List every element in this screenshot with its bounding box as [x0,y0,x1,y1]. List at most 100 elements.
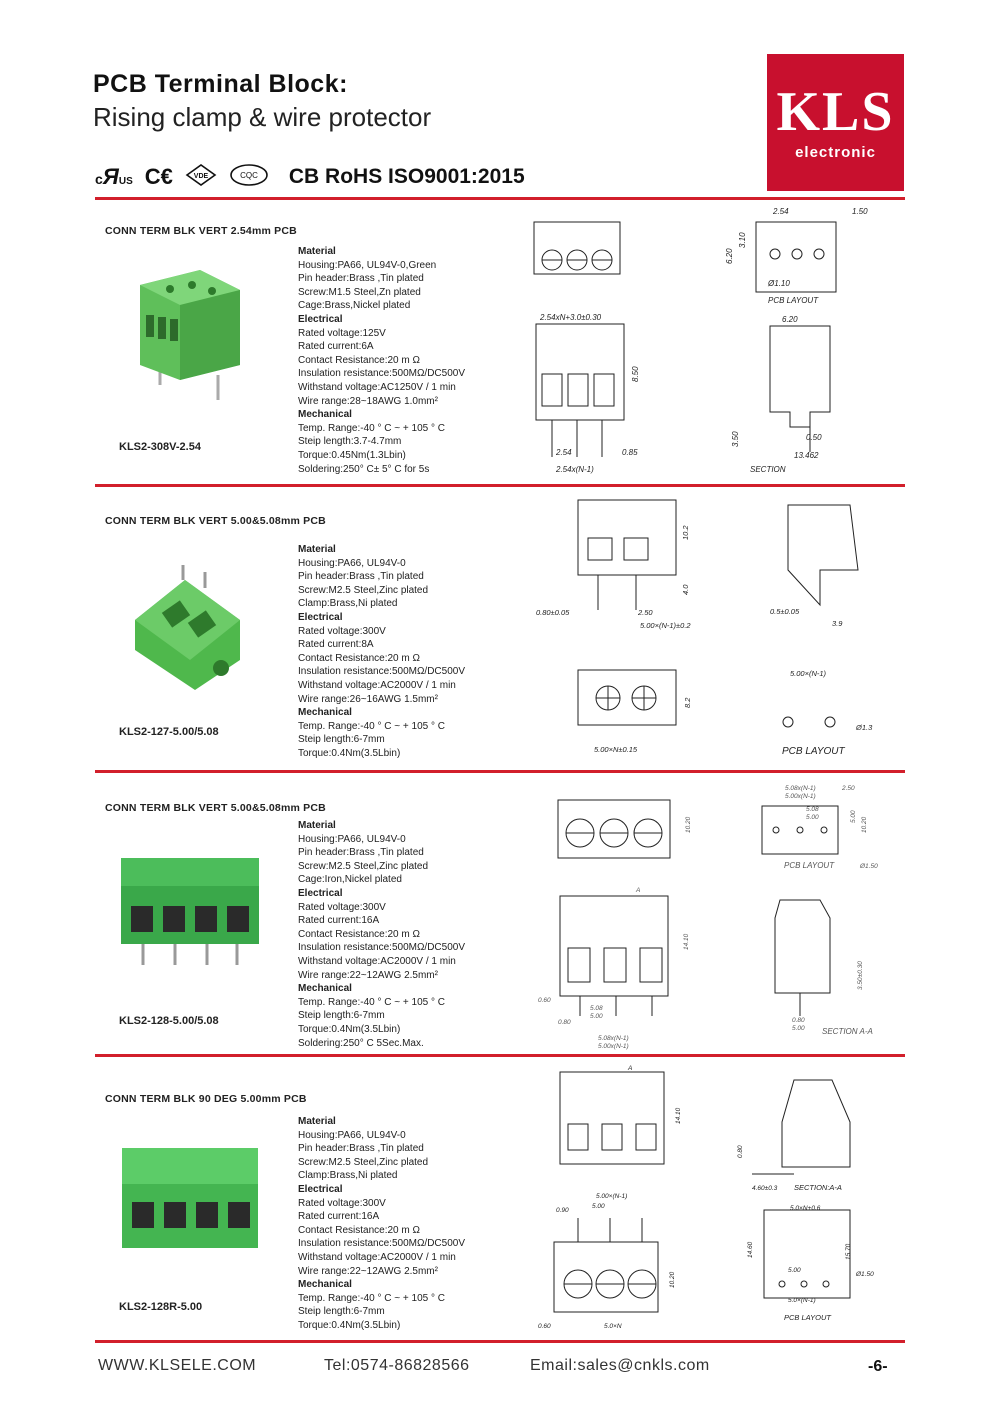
spec-line: Torque:0.45Nm(1.3Lbin) [298,449,406,461]
spec-line: Housing:PA66, UL94V-0 [298,1129,406,1141]
dim-3r: 3.50±0.30 [857,961,864,990]
dim-2k: Ø1.3 [855,723,873,732]
spec-line: Rated current:6A [298,341,374,353]
spec-line: Wire range:22~12AWG 2.5mm² [298,969,438,981]
certifications-text: CB RoHS ISO9001:2015 [288,165,525,188]
spec-heading: Material [298,544,336,555]
svg-text:CQC: CQC [240,171,258,180]
spec-line: Rated voltage:300V [298,1197,386,1209]
spec-heading: Mechanical [298,707,352,719]
dim-4f: 0.90 [556,1207,569,1214]
dim-2e: 5.00×(N-1)±0.2 [640,621,691,630]
dim-4g: 5.00 [592,1203,605,1210]
dim-3l: 0.60 [538,997,551,1004]
spec-line: Screw:M2.5 Steel,Zinc plated [298,584,429,596]
spec-line: Contact Resistance:20 m Ω [298,354,420,366]
spec-line: Cage:Iron,Nickel plated [298,874,402,886]
dim-3t: 5.00 [792,1025,805,1032]
dim-3b: 5.08x(N-1) [785,785,816,792]
dim-1a: 2.54 [772,207,789,216]
spec-line: Torque:0.4Nm(3.5Lbin) [298,1023,401,1035]
divider-3 [95,1054,905,1057]
spec-line: Soldering:250° C 5Sec.Max. [298,1037,424,1049]
dim-1d: 3.10 [738,232,747,248]
dim-1e: Ø1.10 [767,279,790,288]
spec-line: Rated current:8A [298,639,374,651]
section-2-drawings: 10.2 4.0 0.80±0.05 2.50 5.00×(N-1)±0.2 0… [536,499,873,757]
dim-4p: 0.60 [538,1323,551,1330]
dim-3h: 10.20 [861,816,868,833]
dim-1c: 6.20 [725,248,734,264]
spec-line: Rated current:16A [298,1211,380,1223]
cqc-mark-icon: CQC [229,163,269,192]
spec-line: Soldering:250° C± 5° C for 5s [298,463,430,475]
dim-4e: 5.00×(N-1) [596,1193,627,1200]
spec-line: Withstand voltage:AC2000V / 1 min [298,955,456,967]
spec-line: Withstand voltage:AC2000V / 1 min [298,1251,456,1263]
page-subtitle: Rising clamp & wire protector [93,102,432,132]
dim-3j: Ø1.50 [859,863,878,870]
spec-line: Steip length:6-7mm [298,1010,385,1022]
dim-4o: 10.20 [669,1271,676,1288]
dim-1p: SECTION [750,465,786,474]
dim-3u: SECTION A-A [822,1027,873,1036]
dim-3k: 14.10 [683,933,690,950]
dim-3i: PCB LAYOUT [784,861,835,870]
spec-line: Contact Resistance:20 m Ω [298,1224,420,1236]
spec-line: Temp. Range:-40 ° C ~ + 105 ° C [298,996,445,1008]
dim-4j: 15.70 [845,1243,852,1260]
section-1-title: CONN TERM BLK VERT 2.54mm PCB [105,225,297,237]
spec-line: Housing:PA66, UL94V-0,Green [298,259,437,271]
section-4-part-number: KLS2-128R-5.00 [119,1301,203,1313]
dim-1b: 1.50 [852,207,868,216]
spec-line: Housing:PA66, UL94V-0 [298,557,406,569]
dim-2h: 8.2 [683,697,692,708]
vde-mark-icon: VDE [185,163,217,192]
dim-3o: 5.00 [590,1013,603,1020]
spec-line: Torque:0.4Nm(3.5Lbin) [298,1319,401,1331]
page-number: -6- [868,1358,888,1375]
svg-text:VDE: VDE [194,173,209,180]
dim-4a: 14.10 [675,1107,682,1124]
dim-3d: 2.50 [841,785,855,792]
spec-line: Temp. Range:-40 ° C ~ + 105 ° C [298,422,445,434]
dim-1n: 0.85 [622,448,638,457]
spec-line: Temp. Range:-40 ° C ~ + 105 ° C [298,720,445,732]
spec-line: Pin header:Brass ,Tin plated [298,847,424,859]
section-4-drawings: 14.10 0.80 4.60±0.3 SECTION:A-A 5.00×(N-… [538,1065,874,1330]
ce-mark-icon: C€ [144,164,173,189]
footer-website[interactable]: WWW.KLSELE.COM [98,1357,257,1374]
dim-3q: 5.00x(N-1) [598,1043,629,1050]
dim-2d: 2.50 [637,608,653,617]
dim-4k: 5.00 [788,1267,801,1274]
spec-line: Clamp:Brass,Ni plated [298,1170,398,1182]
spec-line: Rated current:16A [298,915,380,927]
footer-email[interactable]: Email:sales@cnkls.com [530,1357,710,1374]
dim-3v: A [635,887,640,894]
dim-1o: 2.54x(N-1) [555,465,594,474]
spec-line: Insulation resistance:500MΩ/DC500V [298,368,466,380]
dim-3s: 0.80 [792,1017,805,1024]
dim-4b: 0.80 [737,1145,744,1158]
section-2-part-number: KLS2-127-5.00/5.08 [119,726,219,738]
dim-4i: 14.60 [747,1241,754,1258]
section-3-title: CONN TERM BLK VERT 5.00&5.08mm PCB [105,802,326,814]
spec-heading: Electrical [298,887,343,899]
dim-2l: PCB LAYOUT [782,746,845,757]
dim-4q: 5.0×N [604,1323,622,1330]
dim-1l: 13.462 [794,451,819,460]
logo-subtext: electronic [795,144,876,161]
spec-line: Screw:M1.5 Steel,Zn plated [298,286,421,298]
section-2-product-photo [135,565,240,690]
spec-line: Insulation resistance:500MΩ/DC500V [298,666,466,678]
spec-line: Clamp:Brass,Ni plated [298,598,398,610]
spec-line: Rated voltage:125V [298,327,386,339]
section-3-product-photo [121,858,259,965]
spec-line: Withstand voltage:AC2000V / 1 min [298,679,456,691]
dim-4d: SECTION:A-A [794,1183,842,1192]
page-title: PCB Terminal Block: [93,70,348,98]
dim-4r: A [627,1065,632,1072]
spec-line: Withstand voltage:AC1250V / 1 min [298,381,456,393]
